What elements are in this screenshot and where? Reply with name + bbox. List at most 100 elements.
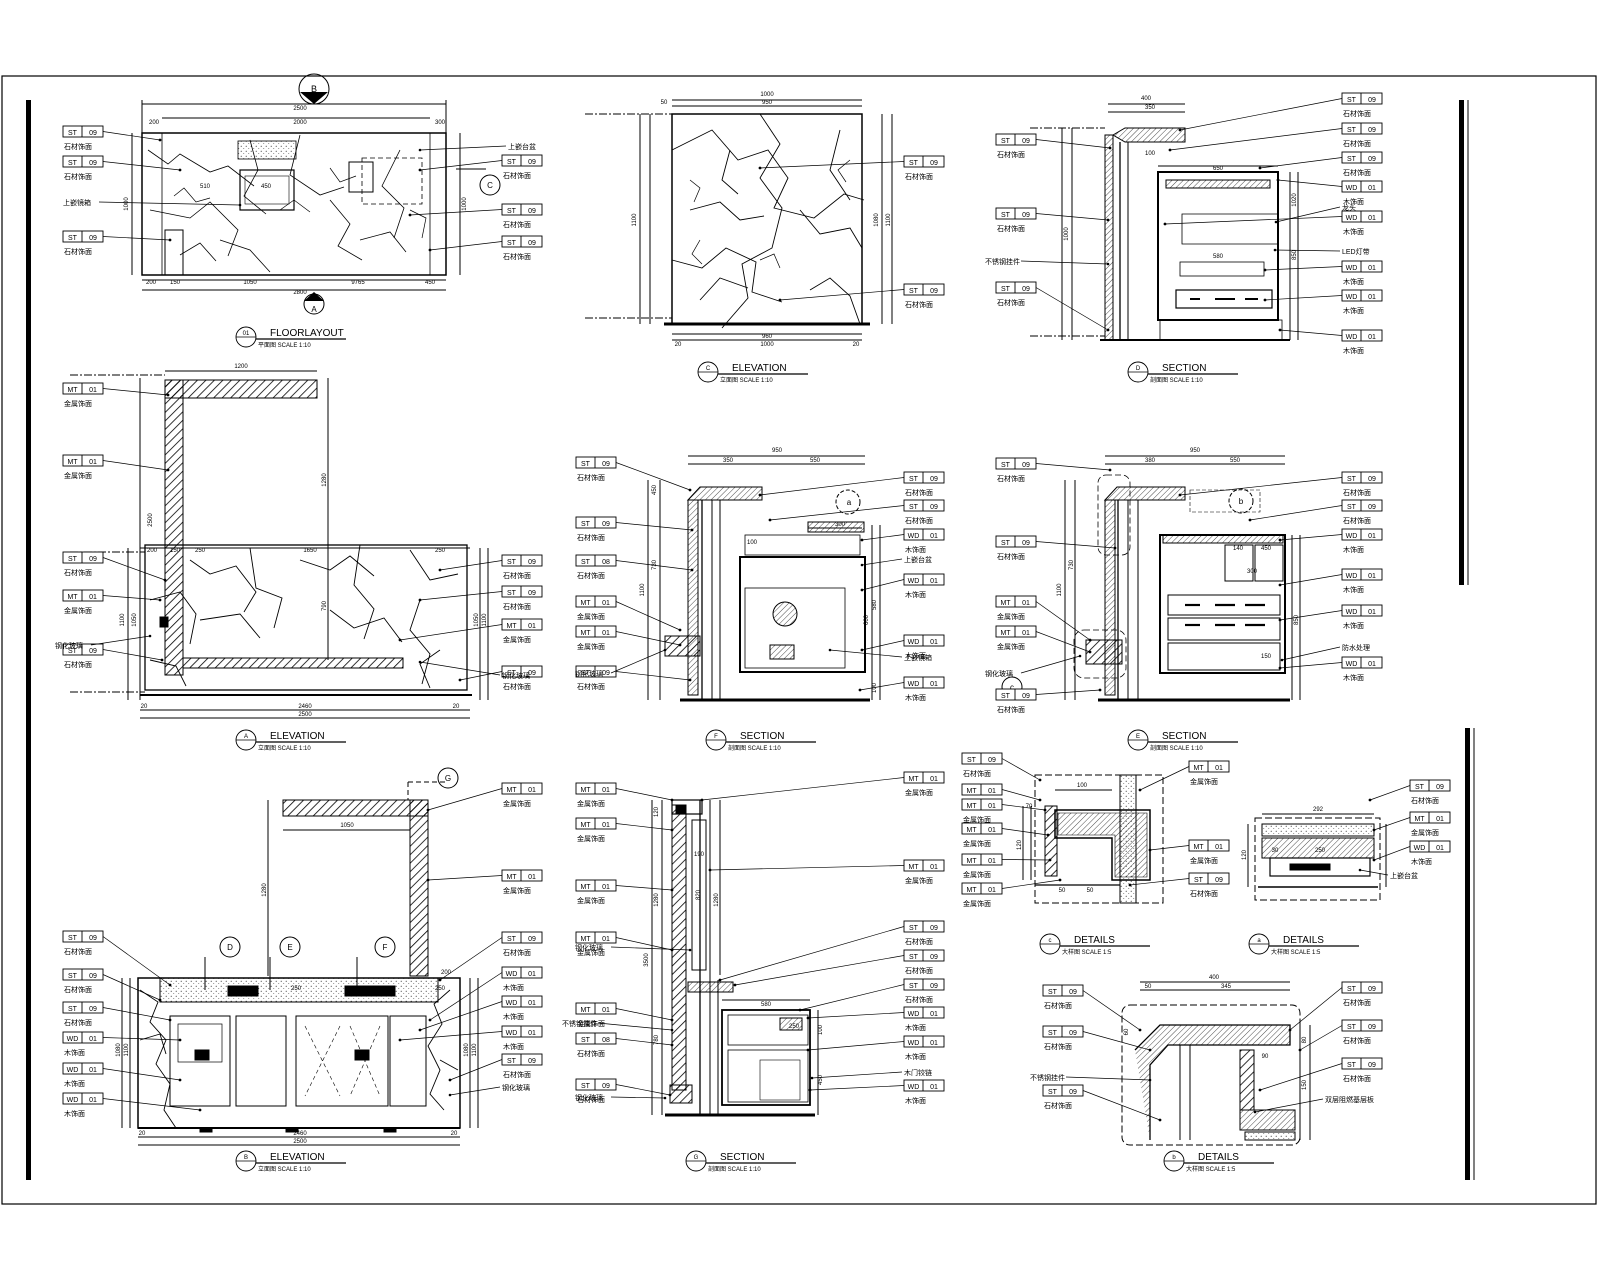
tag-code: ST	[68, 556, 78, 563]
tag-code: ST	[581, 521, 591, 528]
tag-code: ST	[507, 559, 517, 566]
dim: 400	[1141, 96, 1152, 102]
tag-number: 09	[1368, 97, 1376, 104]
dim: 1100	[482, 613, 488, 627]
dim: 650	[1213, 166, 1224, 172]
tag-code: WD	[1346, 609, 1358, 616]
dim: 580	[1213, 254, 1224, 260]
marker-f: F	[383, 943, 388, 952]
view-number: D	[1136, 366, 1141, 372]
view-scale-caption: 剖面图 SCALE 1:10	[1150, 376, 1203, 384]
tag-number: 09	[528, 670, 536, 677]
tag-number: 09	[89, 648, 97, 655]
note-glass: 钢化玻璃	[55, 634, 152, 650]
dim: 1020	[1292, 193, 1298, 207]
dim: 120	[1242, 849, 1248, 860]
tag-number: 09	[1368, 504, 1376, 511]
dim: 850	[1292, 249, 1298, 260]
tag-number: 09	[528, 1058, 536, 1065]
dim: 1100	[632, 213, 638, 227]
tag-material-label: 木饰面	[64, 1048, 85, 1057]
tag-code: MT	[580, 600, 591, 607]
tag-number: 01	[602, 822, 610, 829]
tag-number: 09	[1436, 784, 1444, 791]
tag-number: 01	[89, 1067, 97, 1074]
tag-code: WD	[67, 1036, 79, 1043]
notes: 上嵌台盆上嵌镜箱不锈钢挂件LED灯带龙头钢化玻璃钢化玻璃钢化玻璃上嵌台盆上嵌镜箱…	[55, 142, 1418, 1114]
tag-code: ST	[507, 208, 517, 215]
tag-number: 01	[930, 681, 938, 688]
tag-code: ST	[1001, 462, 1011, 469]
dim: 250	[1315, 848, 1326, 854]
tag-material-label: 金属饰面	[1190, 856, 1218, 865]
dim: 510	[200, 184, 211, 190]
tag-material-label: 金属饰面	[577, 799, 605, 808]
tag-code: ST	[1347, 127, 1357, 134]
right-bar-top	[1459, 100, 1464, 585]
tag-material-label: 金属饰面	[503, 635, 531, 644]
view-scale-caption: 立面图 SCALE 1:10	[720, 376, 773, 384]
tag-code: ST	[68, 160, 78, 167]
dim: 120	[654, 806, 660, 817]
tag-material-label: 金属饰面	[64, 399, 92, 408]
dim: 790	[322, 600, 328, 611]
view-floorlayout	[131, 100, 486, 291]
tag-code: WD	[506, 1000, 518, 1007]
tag-number: 09	[528, 590, 536, 597]
tag-material-label: 木饰面	[64, 1109, 85, 1118]
view-title-text: DETAILS	[1074, 935, 1115, 946]
tag-material-label: 金属饰面	[577, 642, 605, 651]
tag-material-label: 石材饰面	[577, 533, 605, 542]
tag-code: ST	[68, 973, 78, 980]
tag-number: 09	[1368, 986, 1376, 993]
tag-code: WD	[908, 1040, 920, 1047]
dim: 20	[139, 1131, 146, 1137]
tag-number: 01	[930, 578, 938, 585]
view-title-text: SECTION	[740, 731, 784, 742]
svg-text:不锈钢挂件: 不锈钢挂件	[1030, 1073, 1065, 1082]
view-scale-caption: 剖面图 SCALE 1:10	[728, 744, 781, 752]
tag-material-label: 石材饰面	[1044, 1101, 1072, 1110]
dim: 2000	[293, 120, 307, 126]
note-glass: 钢化玻璃	[985, 654, 1082, 678]
marker-b: b	[1239, 497, 1244, 506]
tag-number: 01	[1368, 661, 1376, 668]
dim: 1000	[124, 197, 130, 211]
view-elevation-a	[70, 370, 489, 719]
dim: 100	[1077, 783, 1088, 789]
tag-code: ST	[1347, 1024, 1357, 1031]
dim: 20	[853, 342, 860, 348]
tag-number: 01	[988, 887, 996, 894]
tag-number: 09	[1069, 1089, 1077, 1096]
tag-code: MT	[966, 858, 977, 865]
tag-number: 01	[1368, 573, 1376, 580]
svg-text:钢化玻璃: 钢化玻璃	[502, 671, 530, 680]
tag-code: WD	[908, 1011, 920, 1018]
tag-material-label: 石材饰面	[997, 298, 1025, 307]
dim: 1000	[760, 92, 774, 98]
tag-material-label: 金属饰面	[963, 839, 991, 848]
note-hinge: 不锈钢挂件	[985, 257, 1110, 266]
tag-number: 01	[89, 1097, 97, 1104]
tag-material-label: 石材饰面	[64, 568, 92, 577]
